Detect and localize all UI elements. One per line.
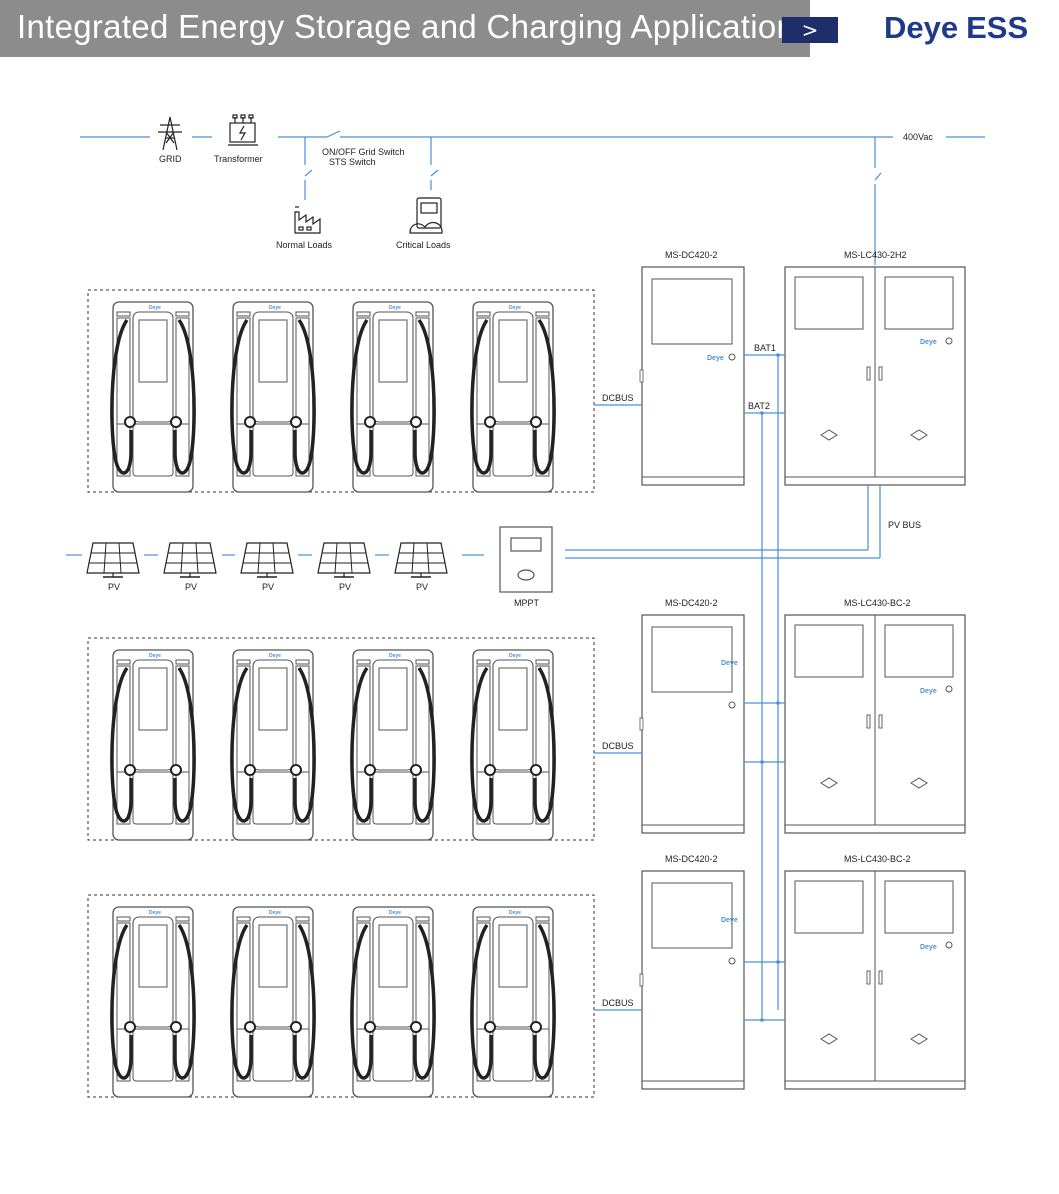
solar-panel-icon: [86, 542, 140, 578]
dcbus-label: DCBUS: [602, 393, 634, 403]
cabinet-logo: Deye: [721, 917, 738, 924]
dc-cabinet-1: [639, 266, 745, 486]
charger-logo: Deye: [149, 305, 161, 311]
solar-panel-icon: [163, 542, 217, 578]
lc-cabinet-label: MS-LC430-2H2: [844, 250, 907, 260]
pv-label: PV: [185, 582, 197, 592]
pv-label: PV: [262, 582, 274, 592]
page-title: Integrated Energy Storage and Charging A…: [17, 8, 796, 45]
brand-name: Deye: [884, 10, 959, 45]
grid-label: GRID: [159, 154, 182, 164]
pv-label: PV: [416, 582, 428, 592]
dc-cabinet-label: MS-DC420-2: [665, 854, 718, 864]
cabinet-logo: Deye: [721, 660, 738, 667]
charger-logo: Deye: [149, 910, 161, 916]
charger-group-1: [87, 289, 595, 494]
charger-logo: Deye: [269, 910, 281, 916]
lc-cabinet-2: [784, 614, 966, 834]
mppt-label: MPPT: [514, 598, 540, 608]
grid-tower-icon: [158, 116, 182, 151]
chevron-right-icon: >: [801, 18, 819, 42]
cabinet-logo: Deye: [920, 688, 937, 695]
solar-panel-icon: [394, 542, 448, 578]
dcbus-label: DCBUS: [602, 741, 634, 751]
next-button[interactable]: >: [782, 17, 838, 43]
pv-label: PV: [339, 582, 351, 592]
switch-label: ON/OFF Grid Switch: [322, 147, 405, 157]
header-bar: [0, 0, 810, 57]
pv-label: PV: [108, 582, 120, 592]
charger-group-3: [87, 894, 595, 1099]
cabinet-logo: Deye: [920, 944, 937, 951]
dcbus-label: DCBUS: [602, 998, 634, 1008]
solar-panel-icon: [240, 542, 294, 578]
dc-cabinet-3: [639, 870, 745, 1090]
charger-logo: Deye: [389, 910, 401, 916]
critical-load-icon: [409, 197, 443, 234]
solar-panel-icon: [317, 542, 371, 578]
dcbus-lines: [594, 404, 642, 1011]
charger-logo: Deye: [389, 653, 401, 659]
bat1-label: BAT1: [754, 343, 776, 353]
lc-cabinet-3: [784, 870, 966, 1090]
battery-bus-lines: [744, 354, 785, 1021]
dc-cabinet-label: MS-DC420-2: [665, 250, 718, 260]
lc-cabinet-1: [784, 266, 966, 486]
charger-logo: Deye: [389, 305, 401, 311]
lc-cabinet-label: MS-LC430-BC-2: [844, 854, 911, 864]
brand-suffix: ESS: [966, 10, 1029, 45]
charger-logo: Deye: [149, 653, 161, 659]
transformer-label: Transformer: [214, 154, 263, 164]
charger-logo: Deye: [509, 910, 521, 916]
sts-switch-label: STS Switch: [329, 157, 376, 167]
transformer-icon: [228, 114, 258, 146]
factory-icon: [294, 206, 321, 234]
charger-logo: Deye: [509, 653, 521, 659]
lc-cabinet-label: MS-LC430-BC-2: [844, 598, 911, 608]
cabinet-logo: Deye: [920, 339, 937, 346]
bat2-label: BAT2: [748, 401, 770, 411]
charger-group-2: [87, 637, 595, 842]
pv-bus-label: PV BUS: [888, 520, 921, 530]
charger-logo: Deye: [269, 653, 281, 659]
dc-cabinet-label: MS-DC420-2: [665, 598, 718, 608]
mppt-unit: [499, 526, 553, 593]
ac-bus-line: [80, 130, 985, 265]
charger-logo: Deye: [509, 305, 521, 311]
dc-cabinet-2: [639, 614, 745, 834]
critical-loads-label: Critical Loads: [396, 240, 451, 250]
charger-logo: Deye: [269, 305, 281, 311]
normal-loads-label: Normal Loads: [276, 240, 333, 250]
cabinet-logo: Deye: [707, 355, 724, 362]
pv-bus-lines: [66, 485, 881, 559]
voltage-label: 400Vac: [903, 132, 933, 142]
